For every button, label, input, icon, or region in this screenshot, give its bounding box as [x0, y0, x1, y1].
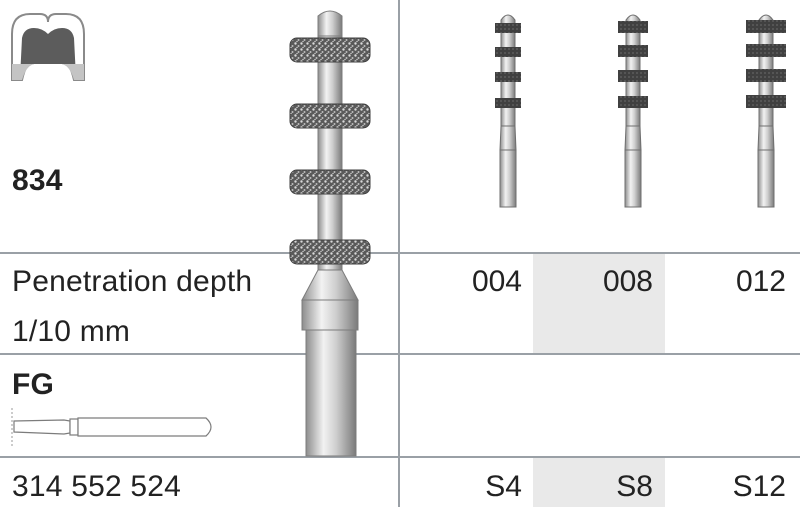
depth-value-004: 004 — [471, 265, 522, 298]
variant-code-s12: S12 — [732, 470, 786, 503]
product-number: 834 — [12, 164, 63, 197]
row-divider-2 — [0, 353, 800, 355]
catalog-number: 314 552 524 — [12, 470, 182, 503]
highlight-cell-depth — [533, 254, 665, 354]
shank-type: FG — [12, 368, 55, 401]
penetration-label: Penetration depth — [12, 265, 253, 298]
bur-variant-008-icon — [618, 14, 648, 208]
column-divider — [398, 0, 400, 507]
variant-code-s8: S8 — [616, 470, 653, 503]
row-divider-3 — [0, 456, 800, 458]
depth-value-008: 008 — [602, 265, 653, 298]
highlight-cell-code — [533, 458, 665, 507]
row-divider-1 — [0, 252, 800, 254]
tooth-crown-icon — [11, 13, 85, 81]
diamond-depth-marker-bur — [289, 10, 371, 457]
variant-code-s4: S4 — [485, 470, 522, 503]
penetration-unit: 1/10 mm — [12, 315, 131, 348]
bur-variant-012-icon — [746, 14, 786, 208]
fg-shank-icon — [11, 408, 212, 446]
depth-value-012: 012 — [735, 265, 786, 298]
bur-variant-004-icon — [495, 14, 521, 208]
